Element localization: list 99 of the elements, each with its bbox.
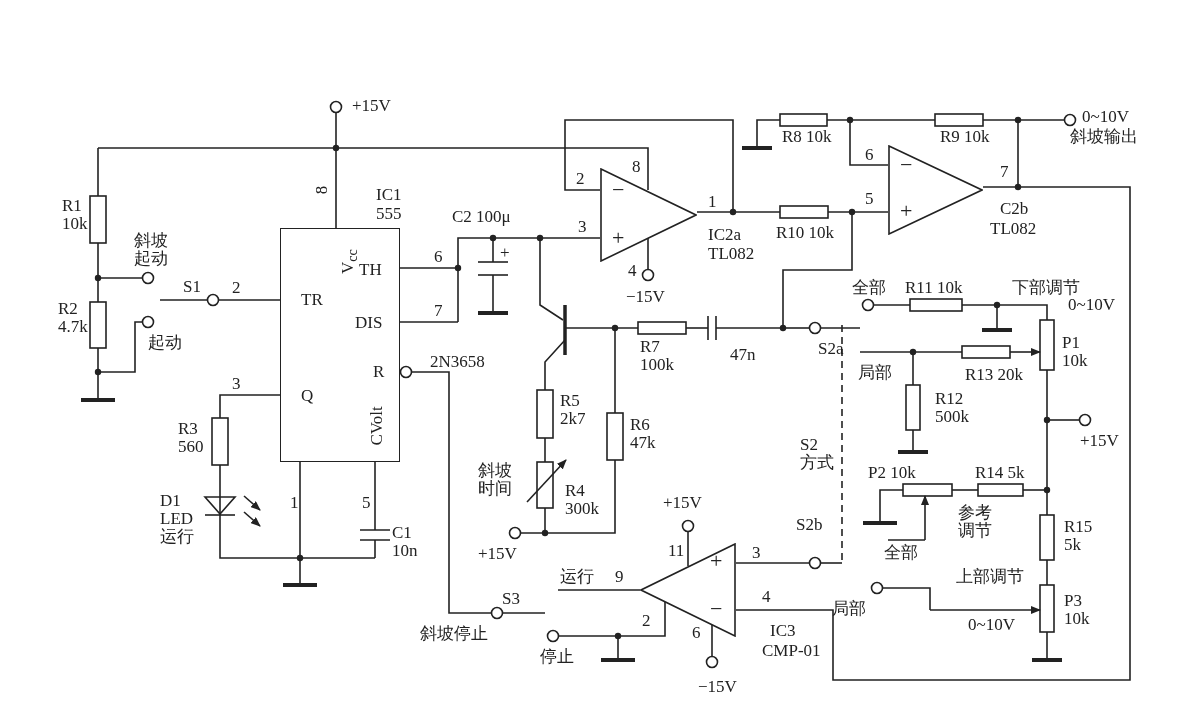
component-label: CMP-01 bbox=[762, 642, 821, 660]
terminal-label: +15V bbox=[1080, 432, 1119, 450]
component-label: C2b bbox=[1000, 200, 1029, 218]
pin-number: 8 bbox=[313, 185, 332, 195]
polarity-sign: + bbox=[710, 549, 723, 573]
polarity-sign: + bbox=[900, 199, 913, 223]
ic-box bbox=[280, 228, 400, 462]
terminal-label: +15V bbox=[352, 97, 391, 115]
terminal-label: 局部 bbox=[832, 600, 866, 618]
terminal-label: 起动 bbox=[148, 334, 182, 352]
pin-number: 1 bbox=[290, 494, 299, 512]
pin-number: 11 bbox=[668, 542, 685, 560]
comparator-triangle bbox=[640, 543, 736, 637]
component-label: C1 10n bbox=[392, 524, 419, 560]
component-label: 2N3658 bbox=[430, 353, 485, 371]
pin-number: 4 bbox=[628, 262, 637, 280]
component-label: R15 5k bbox=[1064, 518, 1094, 554]
pin-number: 2 bbox=[642, 612, 651, 630]
op-amp-triangle bbox=[888, 145, 983, 235]
component-label: 0~10V bbox=[1068, 296, 1115, 314]
component-label: 555 bbox=[376, 205, 402, 223]
component-label: R11 10k bbox=[905, 279, 963, 297]
polarity-sign: − bbox=[900, 153, 913, 177]
terminal-label: 局部 bbox=[858, 364, 892, 382]
component-label: 参考调节 bbox=[958, 504, 993, 540]
pin-number: 6 bbox=[434, 248, 443, 266]
component-label: R13 20k bbox=[965, 366, 1024, 384]
component-label: 上部调节 bbox=[956, 568, 1024, 586]
wire bbox=[399, 237, 601, 269]
component-label: P3 10k bbox=[1064, 592, 1091, 628]
pin-number: 2 bbox=[232, 279, 241, 297]
pin-number: 6 bbox=[692, 624, 701, 642]
terminal-label: 斜坡起动 bbox=[134, 232, 169, 268]
terminal-label: 运行 bbox=[560, 568, 594, 586]
terminal-label: −15V bbox=[698, 678, 737, 696]
polarity-sign: − bbox=[710, 597, 723, 621]
terminal-label: 全部 bbox=[852, 279, 886, 297]
component-label: R2 4.7k bbox=[58, 300, 89, 336]
pin-label: TH bbox=[359, 261, 382, 279]
pin-label: R bbox=[373, 363, 385, 381]
pin-number: 3 bbox=[578, 218, 587, 236]
pin-number: 9 bbox=[615, 568, 624, 586]
polarity-sign: + bbox=[500, 244, 510, 262]
component-label: D1 LED 运行 bbox=[160, 492, 195, 546]
switch-label: S2b bbox=[796, 516, 823, 534]
switch-label: S3 bbox=[502, 590, 520, 608]
terminal-label: +15V bbox=[663, 494, 702, 512]
pin-number: 5 bbox=[865, 190, 874, 208]
pin-number: 7 bbox=[1000, 163, 1009, 181]
component-label: R6 47k bbox=[630, 416, 657, 452]
component-label: R1 10k bbox=[62, 197, 89, 233]
polarity-sign: + bbox=[612, 226, 625, 250]
pin-number: 3 bbox=[752, 544, 761, 562]
pin-number: 7 bbox=[434, 302, 443, 320]
terminal-label: 斜坡输出 bbox=[1070, 128, 1138, 146]
component-label: P2 10k bbox=[868, 464, 916, 482]
component-label: R8 10k bbox=[782, 128, 832, 146]
component-label: R4 300k bbox=[565, 482, 600, 518]
component-label: R5 2k7 bbox=[560, 392, 587, 428]
switch-label: S2 方式 bbox=[800, 436, 835, 472]
pin-number: 5 bbox=[362, 494, 371, 512]
component-label: 0~10V bbox=[968, 616, 1015, 634]
pin-number: 4 bbox=[762, 588, 771, 606]
component-label: R10 10k bbox=[776, 224, 835, 242]
switch-label: S2a bbox=[818, 340, 844, 358]
component-label: R3 560 bbox=[178, 420, 205, 456]
polarity-sign: − bbox=[612, 178, 625, 202]
pin-number: 2 bbox=[576, 170, 585, 188]
switch-label: 斜坡停止 bbox=[420, 625, 488, 643]
component-label: IC1 bbox=[376, 186, 402, 204]
component-label: P1 10k bbox=[1062, 334, 1089, 370]
terminal-label: 全部 bbox=[884, 544, 918, 562]
component-label: R14 5k bbox=[975, 464, 1025, 482]
component-label: 下部调节 bbox=[1012, 279, 1080, 297]
component-label: R7 100k bbox=[640, 338, 675, 374]
terminal-label: 0~10V bbox=[1082, 108, 1129, 126]
component-label: R9 10k bbox=[940, 128, 990, 146]
component-label: IC3 bbox=[770, 622, 796, 640]
pin-number: 1 bbox=[708, 193, 717, 211]
pin-label: Q bbox=[301, 387, 314, 405]
pin-number: 8 bbox=[632, 158, 641, 176]
terminal-label: −15V bbox=[626, 288, 665, 306]
pin-label: TR bbox=[301, 291, 323, 309]
component-label: TL082 bbox=[708, 245, 755, 263]
component-label: IC2a bbox=[708, 226, 742, 244]
component-label: C2 100μ bbox=[452, 208, 511, 226]
switch-label: S1 bbox=[183, 278, 201, 296]
pin-number: 3 bbox=[232, 375, 241, 393]
component-label: TL082 bbox=[990, 220, 1037, 238]
component-label: 47n bbox=[730, 346, 756, 364]
component-label: 斜坡时间 bbox=[478, 462, 513, 498]
component-label: R12 500k bbox=[935, 390, 970, 426]
terminal-label: 停止 bbox=[540, 648, 574, 666]
pin-label: DIS bbox=[355, 314, 383, 332]
wire bbox=[735, 186, 1131, 681]
pin-label: CVolt bbox=[367, 406, 386, 446]
pin-number: 6 bbox=[865, 146, 874, 164]
terminal-label: +15V bbox=[478, 545, 517, 563]
wire bbox=[335, 147, 649, 229]
